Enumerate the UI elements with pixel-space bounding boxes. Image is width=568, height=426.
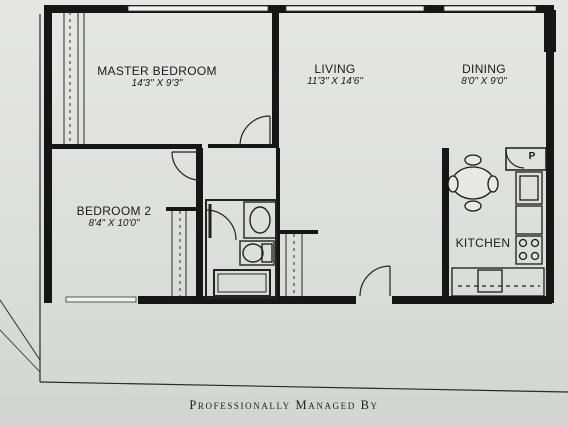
room-name: DINING <box>462 62 506 76</box>
chair <box>464 200 482 212</box>
stove <box>515 235 543 265</box>
windows <box>65 5 537 303</box>
page-border-bottom <box>39 381 568 393</box>
interior-walls <box>52 10 449 298</box>
room-dimensions: 14'3" X 9'3" <box>131 78 183 89</box>
chair <box>487 175 499 193</box>
pantry <box>505 147 547 171</box>
wall-kitchen <box>442 148 449 298</box>
refrigerator <box>515 171 543 205</box>
wall-bottom-left <box>138 296 356 304</box>
door-bed2 <box>171 151 201 181</box>
room-name: KITCHEN <box>455 236 511 250</box>
room-bedroom-2: BEDROOM 2 8'4" X 10'0" <box>64 204 164 229</box>
window-bottom-left <box>65 296 137 303</box>
doors <box>171 115 525 297</box>
room-dining: DINING 8'0" X 9'0" <box>444 62 524 87</box>
counter <box>451 267 545 297</box>
wall-left <box>44 5 52 303</box>
pantry-label: P <box>528 151 536 162</box>
exterior-walls <box>44 5 556 304</box>
room-living: LIVING 11'3" X 14'6" <box>290 62 380 87</box>
room-name: LIVING <box>314 62 356 76</box>
wall-master-living <box>272 10 279 148</box>
door-pantry <box>505 149 525 169</box>
door-bath <box>205 209 237 241</box>
chair <box>447 175 459 193</box>
room-dimensions: 8'4" X 10'0" <box>88 218 140 229</box>
room-name: MASTER BEDROOM <box>97 64 217 78</box>
closets <box>63 12 303 298</box>
footer-managed-by: Professionally Managed By <box>189 398 379 412</box>
chair <box>464 154 482 166</box>
page-diagonal-edge <box>0 299 41 361</box>
room-kitchen: KITCHEN <box>452 236 514 250</box>
room-name: BEDROOM 2 <box>76 204 152 218</box>
wall-bed2-bath <box>196 148 203 298</box>
wall-right-notch <box>544 10 556 52</box>
kitchen-fixtures <box>451 171 545 297</box>
wall-bottom-right <box>392 296 552 304</box>
door-entry <box>359 265 391 297</box>
dining-table <box>447 154 499 212</box>
door-master <box>239 115 271 147</box>
room-dimensions: 11'3" X 14'6" <box>307 76 363 87</box>
wall-right <box>546 5 554 303</box>
sink <box>249 206 271 234</box>
bathroom <box>205 199 277 299</box>
toilet <box>242 243 264 263</box>
room-master-bedroom: MASTER BEDROOM 14'3" X 9'3" <box>82 64 232 89</box>
bathtub <box>213 269 271 297</box>
kitchen-sink <box>477 269 503 293</box>
wall-master-bed2 <box>52 144 202 149</box>
room-dimensions: 8'0" X 9'0" <box>461 76 507 87</box>
